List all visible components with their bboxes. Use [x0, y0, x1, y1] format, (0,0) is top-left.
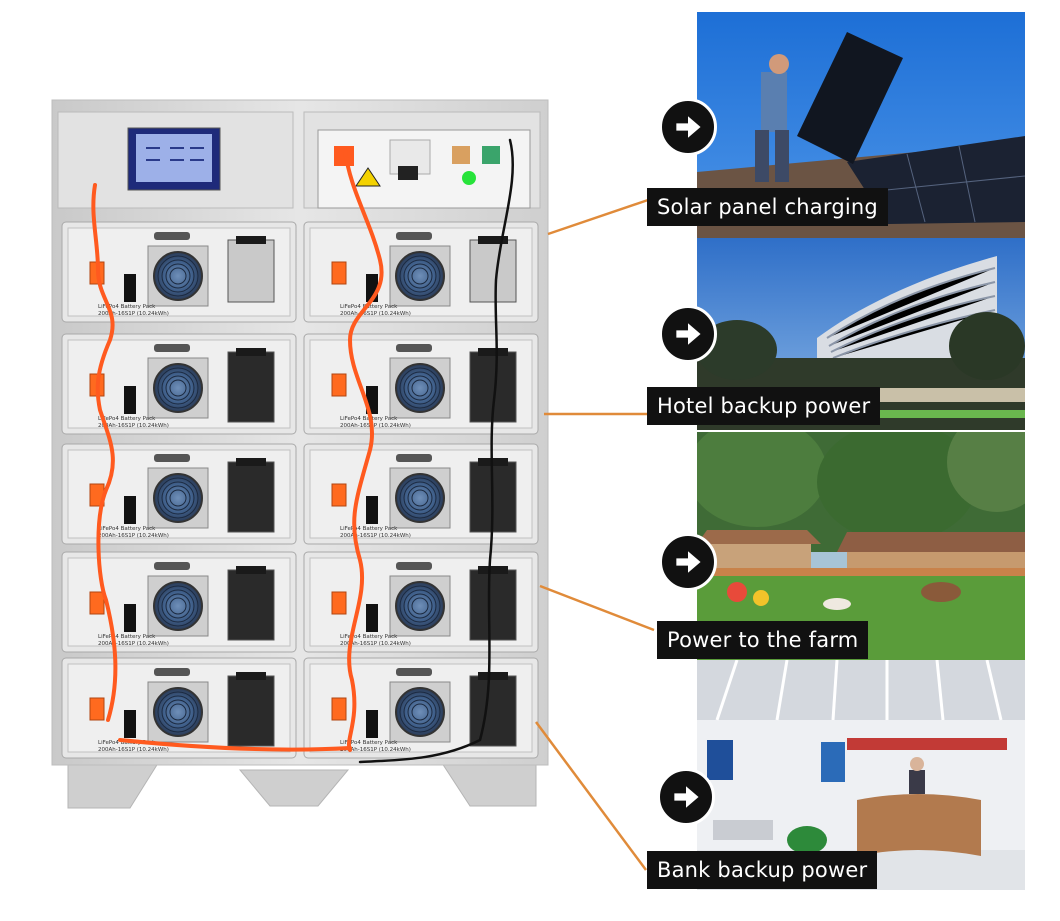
module-spec: 200Ah-16S1P (10.24kWh)	[340, 311, 411, 317]
module-label: LiFePo4 Battery Pack	[340, 740, 398, 746]
module-label: LiFePo4 Battery Pack	[98, 304, 156, 310]
arrow-right-icon	[657, 768, 715, 826]
fan-icon	[395, 473, 445, 523]
module-spec: 200Ah-16S1P (10.24kWh)	[340, 533, 411, 539]
power-cable	[118, 738, 352, 752]
fan-icon	[395, 581, 445, 631]
module-label: LiFePo4 Battery Pack	[98, 634, 156, 640]
module-spec: 200Ah-16S1P (10.24kWh)	[340, 423, 411, 429]
power-cable	[343, 148, 384, 752]
arrow-right-icon	[659, 98, 717, 156]
module-spec: 200Ah-16S1P (10.24kWh)	[340, 747, 411, 753]
module-label: LiFePo4 Battery Pack	[98, 740, 156, 746]
fan-icon	[153, 687, 203, 737]
module-label: LiFePo4 Battery Pack	[98, 416, 156, 422]
module-spec: 200Ah-16S1P (10.24kWh)	[98, 641, 169, 647]
module-label: LiFePo4 Battery Pack	[340, 526, 398, 532]
connector-line	[547, 198, 649, 236]
module-spec: 200Ah-16S1P (10.24kWh)	[98, 423, 169, 429]
module-spec: 200Ah-16S1P (10.24kWh)	[98, 533, 169, 539]
module-spec: 200Ah-16S1P (10.24kWh)	[340, 641, 411, 647]
power-cable	[91, 183, 118, 722]
fan-icon	[395, 251, 445, 301]
module-spec: 200Ah-16S1P (10.24kWh)	[98, 311, 169, 317]
signal-cable	[358, 138, 514, 764]
scene-label-bank: Bank backup power	[647, 851, 878, 889]
arrow-right-icon	[659, 305, 717, 363]
module-label: LiFePo4 Battery Pack	[98, 526, 156, 532]
fan-icon	[153, 581, 203, 631]
scene-label-solar: Solar panel charging	[647, 188, 888, 226]
fan-icon	[153, 473, 203, 523]
scene-label-hotel: Hotel backup power	[647, 387, 881, 425]
scene-label-farm: Power to the farm	[657, 621, 869, 659]
arrow-right-icon	[659, 533, 717, 591]
module-spec: 200Ah-16S1P (10.24kWh)	[98, 747, 169, 753]
module-label: LiFePo4 Battery Pack	[340, 634, 398, 640]
fan-icon	[395, 687, 445, 737]
fan-icon	[153, 363, 203, 413]
fan-icon	[153, 251, 203, 301]
fan-icon	[395, 363, 445, 413]
module-label: LiFePo4 Battery Pack	[340, 304, 398, 310]
